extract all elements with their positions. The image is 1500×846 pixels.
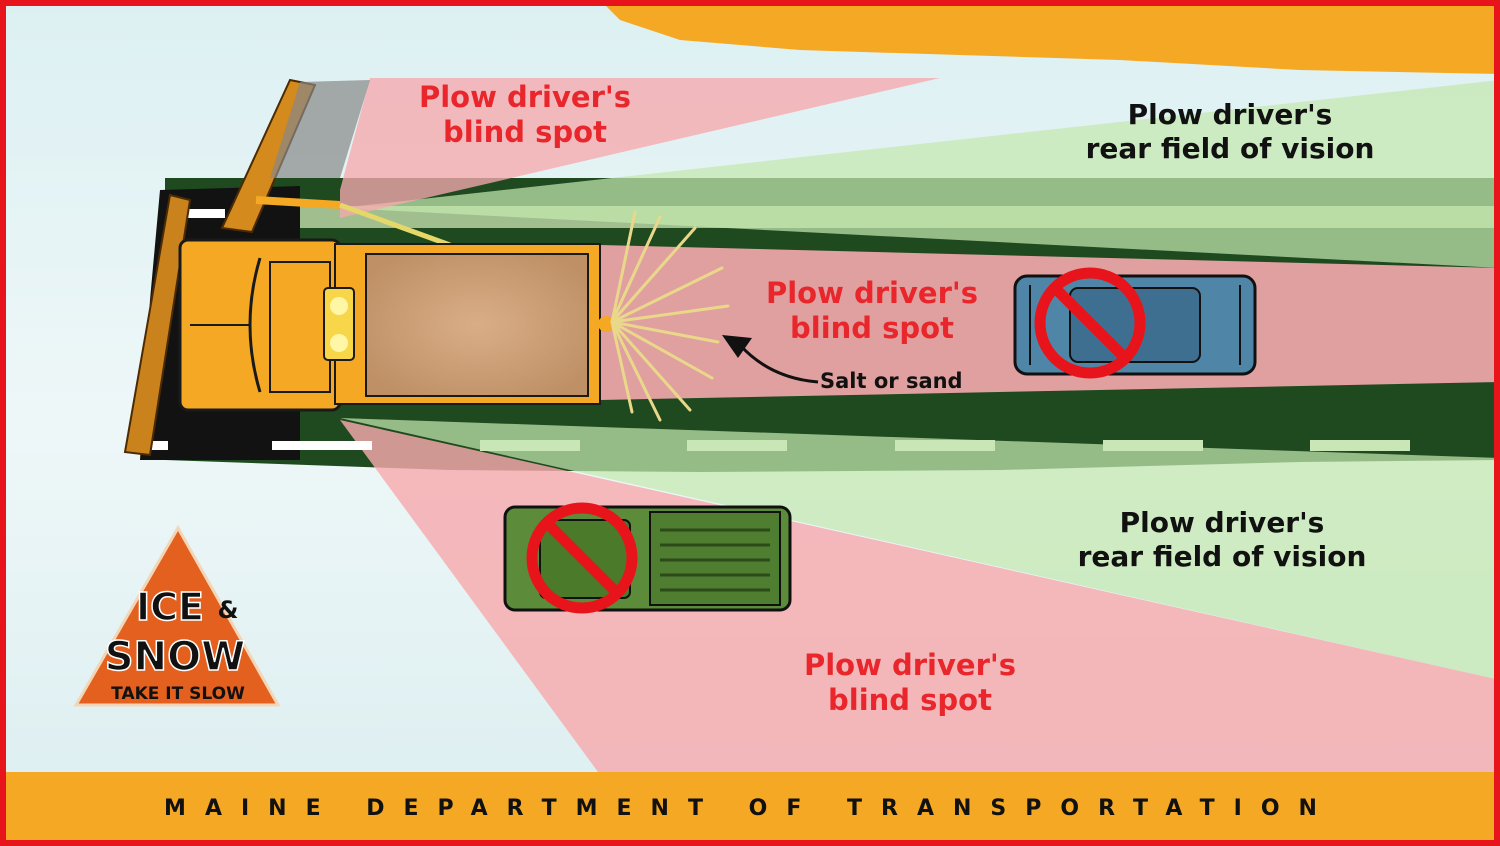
logo-ice: ICE [136,585,204,629]
blind-spot-zone-top [340,78,940,218]
top-orange-band [600,0,1500,74]
logo-amp: & [218,596,239,624]
front-plow-blade [123,193,192,457]
logo-snow: SNOW [105,634,245,680]
blind-spot-label-top: Plow driver's blind spot [418,80,632,150]
rear-vision-label-top: Plow driver's rear field of vision [1085,98,1375,166]
rear-vision-zone-bottom [340,418,1500,680]
salt-arrow-icon [738,343,819,384]
logo-tagline: TAKE IT SLOW [111,684,245,704]
prohibited-icon [526,502,638,614]
blind-spot-label-bottom: Plow driver's blind spot [803,648,1017,718]
rear-vision-label-bottom: Plow driver's rear field of vision [1077,506,1367,574]
blind-spot-label-middle: Plow driver's blind spot [765,276,979,346]
lane-markings [480,440,1410,451]
salt-or-sand-label: Salt or sand [820,369,963,393]
snow-plow-truck-icon [178,238,614,412]
ice-snow-logo: ICE & SNOW TAKE IT SLOW [73,524,281,707]
rear-vision-zone-top [340,80,1500,268]
prohibited-icon [1034,267,1146,379]
green-pickup-icon [503,505,792,612]
salt-spray-icon [610,210,730,422]
footer-band [0,772,1500,846]
footer-agency-name: MAINE DEPARTMENT OF TRANSPORTATION [164,796,1336,821]
